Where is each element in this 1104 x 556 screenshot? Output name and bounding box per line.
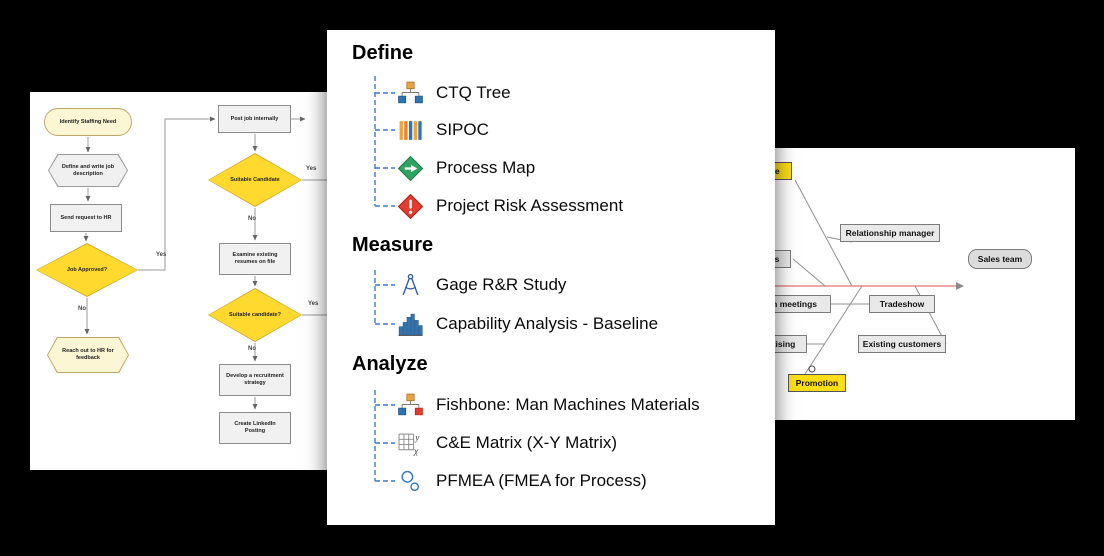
edge-label-yes: Yes: [156, 252, 167, 258]
flow-node-reach-out-hr-feedback[interactable]: Reach out to HR for feedback: [47, 337, 129, 373]
edge-label-no: No: [248, 216, 256, 222]
node-label: Identify Staffing Need: [59, 118, 117, 125]
hexagon-shape: [48, 154, 128, 187]
flowchart-canvas-panel: Identify Staffing Need Define and write …: [30, 92, 340, 470]
node-label: Suitable candidate?: [229, 311, 281, 318]
flow-node-send-request-hr[interactable]: Send request to HR: [50, 204, 122, 232]
box-label: Existing customers: [862, 339, 942, 349]
tool-item-label: Process Map: [436, 158, 536, 177]
tool-item-sipoc[interactable]: SIPOC: [398, 116, 489, 144]
flow-node-define-job-description[interactable]: Define and write job description: [48, 154, 128, 187]
box-label: ertising: [764, 339, 796, 349]
fishbone-icon: [398, 393, 423, 418]
flow-node-post-job-internally[interactable]: Post job internally: [218, 105, 291, 133]
box-label: on meetings: [766, 299, 818, 309]
box-label: Relationship manager: [845, 228, 935, 238]
fishbone-head-sales-team[interactable]: Sales team: [968, 249, 1032, 269]
fishbone-box-existing-customers[interactable]: Existing customers: [858, 335, 946, 353]
tool-item-label: Capability Analysis - Baseline: [436, 314, 659, 333]
flow-node-job-approved-decision[interactable]: Job Approved?: [36, 243, 138, 297]
pfmea-icon: [398, 469, 423, 494]
fishbone-box-relationship-manager[interactable]: Relationship manager: [840, 224, 940, 242]
tool-item-label: C&E Matrix (X-Y Matrix): [436, 433, 618, 452]
node-label: Examine existing resumes on file: [232, 252, 278, 265]
flow-node-examine-existing-resumes[interactable]: Examine existing resumes on file: [219, 243, 291, 275]
section-heading-define: Define: [352, 42, 414, 64]
box-label: Tradeshow: [879, 299, 925, 309]
ce-matrix-icon: y χ: [398, 431, 423, 456]
tool-item-label: CTQ Tree: [436, 83, 511, 102]
risk-assessment-icon: [398, 193, 423, 219]
tool-item-ctq-tree[interactable]: CTQ Tree: [398, 79, 511, 107]
node-label: Send request to HR: [60, 214, 112, 221]
tool-item-process-map[interactable]: Process Map: [398, 154, 535, 182]
svg-text:χ: χ: [413, 446, 419, 455]
node-label: Create LinkedIn Posting: [234, 421, 276, 434]
box-label: Promotion: [795, 378, 839, 388]
fishbone-box-tradeshow[interactable]: Tradeshow: [869, 295, 935, 313]
tool-item-ce-matrix[interactable]: y χ C&E Matrix (X-Y Matrix): [398, 429, 617, 457]
node-label: Post job internally: [230, 115, 279, 122]
fishbone-box-promotion[interactable]: Promotion: [788, 374, 846, 392]
node-label: Job Approved?: [66, 266, 108, 273]
flow-node-identify-staffing-need[interactable]: Identify Staffing Need: [44, 108, 132, 136]
tool-item-capability-analysis-baseline[interactable]: Capability Analysis - Baseline: [398, 310, 658, 338]
flow-node-develop-recruitment-strategy[interactable]: Develop a recruitment strategy: [219, 364, 291, 396]
gage-icon: [398, 273, 423, 298]
node-label: Define and write job description: [61, 163, 115, 177]
section-heading-analyze: Analyze: [352, 353, 428, 375]
node-label: Reach out to HR for feedback: [62, 348, 114, 361]
edge-label-no: No: [78, 306, 86, 312]
tool-item-pfmea[interactable]: PFMEA (FMEA for Process): [398, 467, 647, 495]
ctq-tree-icon: [398, 81, 423, 106]
flow-node-suitable-candidate-decision-1[interactable]: Suitable Candidate: [208, 153, 302, 207]
section-heading-measure: Measure: [352, 234, 434, 256]
tool-item-fishbone-man-machines-materials[interactable]: Fishbone: Man Machines Materials: [398, 391, 700, 419]
node-label: Develop a recruitment strategy: [226, 373, 284, 386]
edge-label-no: No: [248, 346, 256, 352]
tool-item-label: Project Risk Assessment: [436, 196, 624, 215]
tool-item-label: SIPOC: [436, 120, 489, 139]
tool-item-project-risk-assessment[interactable]: Project Risk Assessment: [398, 192, 623, 220]
process-map-icon: [398, 155, 423, 181]
sipoc-icon: [398, 118, 423, 143]
edge-label-yes: Yes: [308, 301, 319, 307]
node-label: Suitable Candidate: [230, 176, 280, 183]
tool-item-label: Fishbone: Man Machines Materials: [436, 395, 700, 414]
capability-icon: [398, 312, 423, 337]
tool-item-gage-rr-study[interactable]: Gage R&R Study: [398, 271, 566, 299]
box-label: Sales team: [977, 254, 1023, 264]
tool-item-label: PFMEA (FMEA for Process): [436, 471, 647, 490]
tool-palette-panel: Define CTQ Tree SIPOC: [327, 30, 775, 525]
edge-label-yes: Yes: [306, 166, 317, 172]
flow-node-suitable-candidate-decision-2[interactable]: Suitable candidate?: [208, 288, 302, 342]
tool-item-label: Gage R&R Study: [436, 275, 567, 294]
hexagon-shape: [47, 337, 129, 373]
svg-text:y: y: [414, 433, 420, 443]
flow-node-create-linkedin-posting[interactable]: Create LinkedIn Posting: [219, 412, 291, 444]
